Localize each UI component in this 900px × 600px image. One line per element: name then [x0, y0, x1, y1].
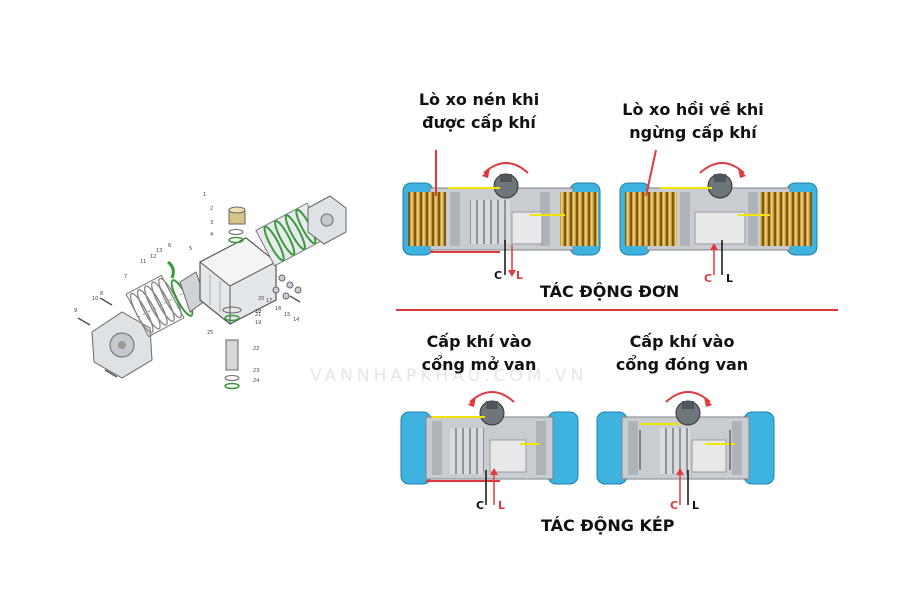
actuator-single-right: C L	[619, 149, 818, 285]
part-number: 13	[156, 248, 162, 254]
part-number: 5	[189, 246, 192, 252]
part-number: 24	[253, 378, 259, 384]
part-number: 19	[255, 320, 261, 326]
label-line: cổng mở van	[421, 355, 537, 374]
part-number: 3	[210, 220, 213, 226]
rotation-arrow	[469, 391, 515, 403]
port-l-label: L	[726, 272, 733, 285]
port-c-label: C	[494, 269, 502, 282]
exploded-bolts-left	[77, 297, 118, 378]
part-number: 25	[207, 330, 213, 336]
label-line: Cấp khí vào	[426, 332, 532, 351]
port-l-label: L	[516, 269, 523, 282]
label-supply-open: Cấp khí vào cổng mở van	[404, 330, 554, 376]
part-number: 6	[168, 243, 171, 249]
spring-right	[760, 192, 812, 246]
section-divider	[396, 309, 838, 311]
part-number: 14	[293, 317, 299, 323]
exploded-shaft-bottom	[222, 306, 242, 390]
part-number: 8	[100, 291, 103, 297]
label-supply-close: Cấp khí vào cổng đóng van	[602, 330, 762, 376]
actuator-double-left: C L	[400, 391, 579, 512]
part-number: 9	[74, 308, 77, 314]
label-line: Lò xo hồi về khi	[622, 100, 764, 119]
exploded-end-cap-left	[91, 311, 153, 379]
port-c-label: C	[704, 272, 712, 285]
port-l-label: L	[692, 499, 699, 512]
label-line: ngừng cấp khí	[629, 123, 757, 142]
part-number: 11	[140, 259, 146, 265]
part-number: 23	[253, 368, 259, 374]
part-number: 4	[210, 232, 213, 238]
rotation-arrow	[699, 162, 745, 174]
section-title-single: TÁC ĐỘNG ĐƠN	[540, 282, 680, 301]
exploded-part-labels: 1 2 3 4 5 6 7 8 9 10 11 12 13 14 15 16 1…	[74, 192, 299, 384]
exploded-end-cap-right	[307, 195, 347, 245]
part-number: 22	[253, 346, 259, 352]
rotation-arrow	[483, 162, 529, 174]
port-l-label: L	[498, 499, 505, 512]
exploded-seal	[167, 260, 175, 279]
exploded-view: 1 2 3 4 5 6 7 8 9 10 11 12 13 14 15 16 1…	[74, 192, 347, 390]
spring-right	[560, 192, 598, 246]
part-number: 10	[92, 296, 98, 302]
part-number: 21	[255, 312, 261, 318]
label-spring-compressed: Lò xo nén khi được cấp khí	[404, 88, 554, 134]
watermark: VANNHAPKHAU.COM.VN	[310, 366, 588, 386]
part-number: 17	[266, 298, 272, 304]
part-number: 20	[258, 296, 264, 302]
spring-left	[625, 192, 677, 246]
label-line: Lò xo nén khi	[418, 90, 540, 109]
part-number: 16	[275, 306, 281, 312]
part-number: 15	[284, 312, 290, 318]
label-spring-return: Lò xo hồi về khi ngừng cấp khí	[608, 98, 778, 144]
actuator-double-right: C L	[596, 391, 775, 512]
section-title-double: TÁC ĐỘNG KÉP	[541, 516, 675, 535]
label-line: cổng đóng van	[615, 355, 749, 374]
port-c-label: C	[476, 499, 484, 512]
spring-left	[408, 192, 446, 246]
part-number: 18	[255, 309, 261, 315]
exploded-fittings	[272, 274, 302, 303]
rotation-arrow	[665, 391, 711, 403]
exploded-body	[199, 237, 277, 325]
part-number: 7	[124, 274, 127, 280]
part-number: 2	[210, 206, 213, 212]
label-line: được cấp khí	[422, 113, 536, 132]
callout-line	[645, 149, 657, 197]
part-number: 1	[203, 192, 206, 198]
part-number: 12	[150, 254, 156, 260]
port-c-label: C	[670, 499, 678, 512]
label-line: Cấp khí vào	[629, 332, 735, 351]
exploded-shaft-top	[228, 206, 246, 244]
actuator-single-left: C L	[402, 150, 601, 282]
